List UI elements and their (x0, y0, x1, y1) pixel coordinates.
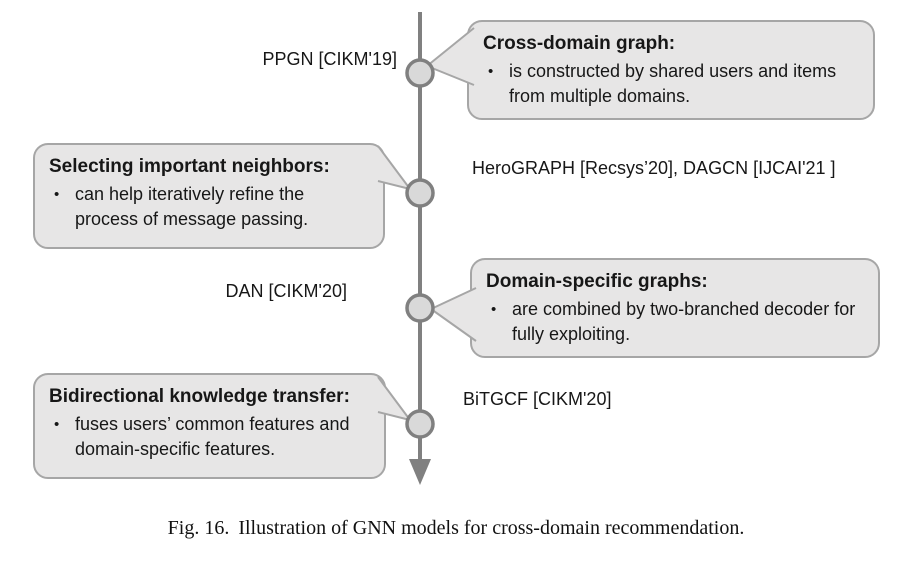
model-label-herograph-dagcn: HeroGRAPH [Recsys’20], DAGCN [IJCAI'21 ] (472, 158, 836, 178)
timeline-node-ppgn (405, 58, 435, 88)
timeline-node-dan (405, 293, 435, 323)
callout-bullet-row: • can help iteratively refine the proces… (49, 182, 369, 232)
figure-caption-text: Illustration of GNN models for cross-dom… (238, 517, 745, 539)
callout-title: Selecting important neighbors: (49, 156, 330, 177)
callout-title: Bidirectional knowledge transfer: (49, 386, 350, 407)
callout-bidirectional-knowledge-transfer: Bidirectional knowledge transfer: • fuse… (33, 373, 386, 479)
callout-bullet-text: can help iteratively refine the process … (75, 183, 309, 229)
model-label-bitgcf: BiTGCF [CIKM'20] (463, 389, 612, 409)
bullet-icon: • (491, 300, 497, 318)
bullet-icon: • (54, 415, 60, 433)
callout-bullet-row: • fuses users’ common features and domai… (49, 412, 370, 462)
callout-title: Cross-domain graph: (483, 33, 676, 54)
figure-caption-number: Fig. 16. (167, 517, 230, 539)
callout-bullet-row: • are combined by two-branched decoder f… (486, 297, 864, 347)
callout-title: Domain-specific graphs: (486, 271, 708, 292)
callout-selecting-important-neighbors: Selecting important neighbors: • can hel… (33, 143, 385, 249)
callout-cross-domain-graph: Cross-domain graph: • is constructed by … (467, 20, 875, 120)
callout-bullet-text: are combined by two-branched decoder for… (512, 298, 856, 344)
callout-bullet-row: • is constructed by shared users and ite… (483, 59, 859, 109)
timeline-node-herograph-dagcn (405, 178, 435, 208)
callout-bullet-text: is constructed by shared users and items… (509, 60, 837, 106)
bullet-icon: • (54, 185, 60, 203)
callout-domain-specific-graphs: Domain-specific graphs: • are combined b… (470, 258, 880, 358)
figure-caption: Fig. 16. Illustration of GNN models for c… (0, 517, 912, 540)
model-label-ppgn: PPGN [CIKM'19] (262, 49, 397, 69)
callout-bullet-text: fuses users’ common features and domain-… (75, 413, 350, 459)
bullet-icon: • (488, 62, 494, 80)
model-label-dan: DAN [CIKM'20] (225, 281, 347, 301)
timeline-node-bitgcf (405, 409, 435, 439)
arrow-down-icon (409, 459, 431, 485)
